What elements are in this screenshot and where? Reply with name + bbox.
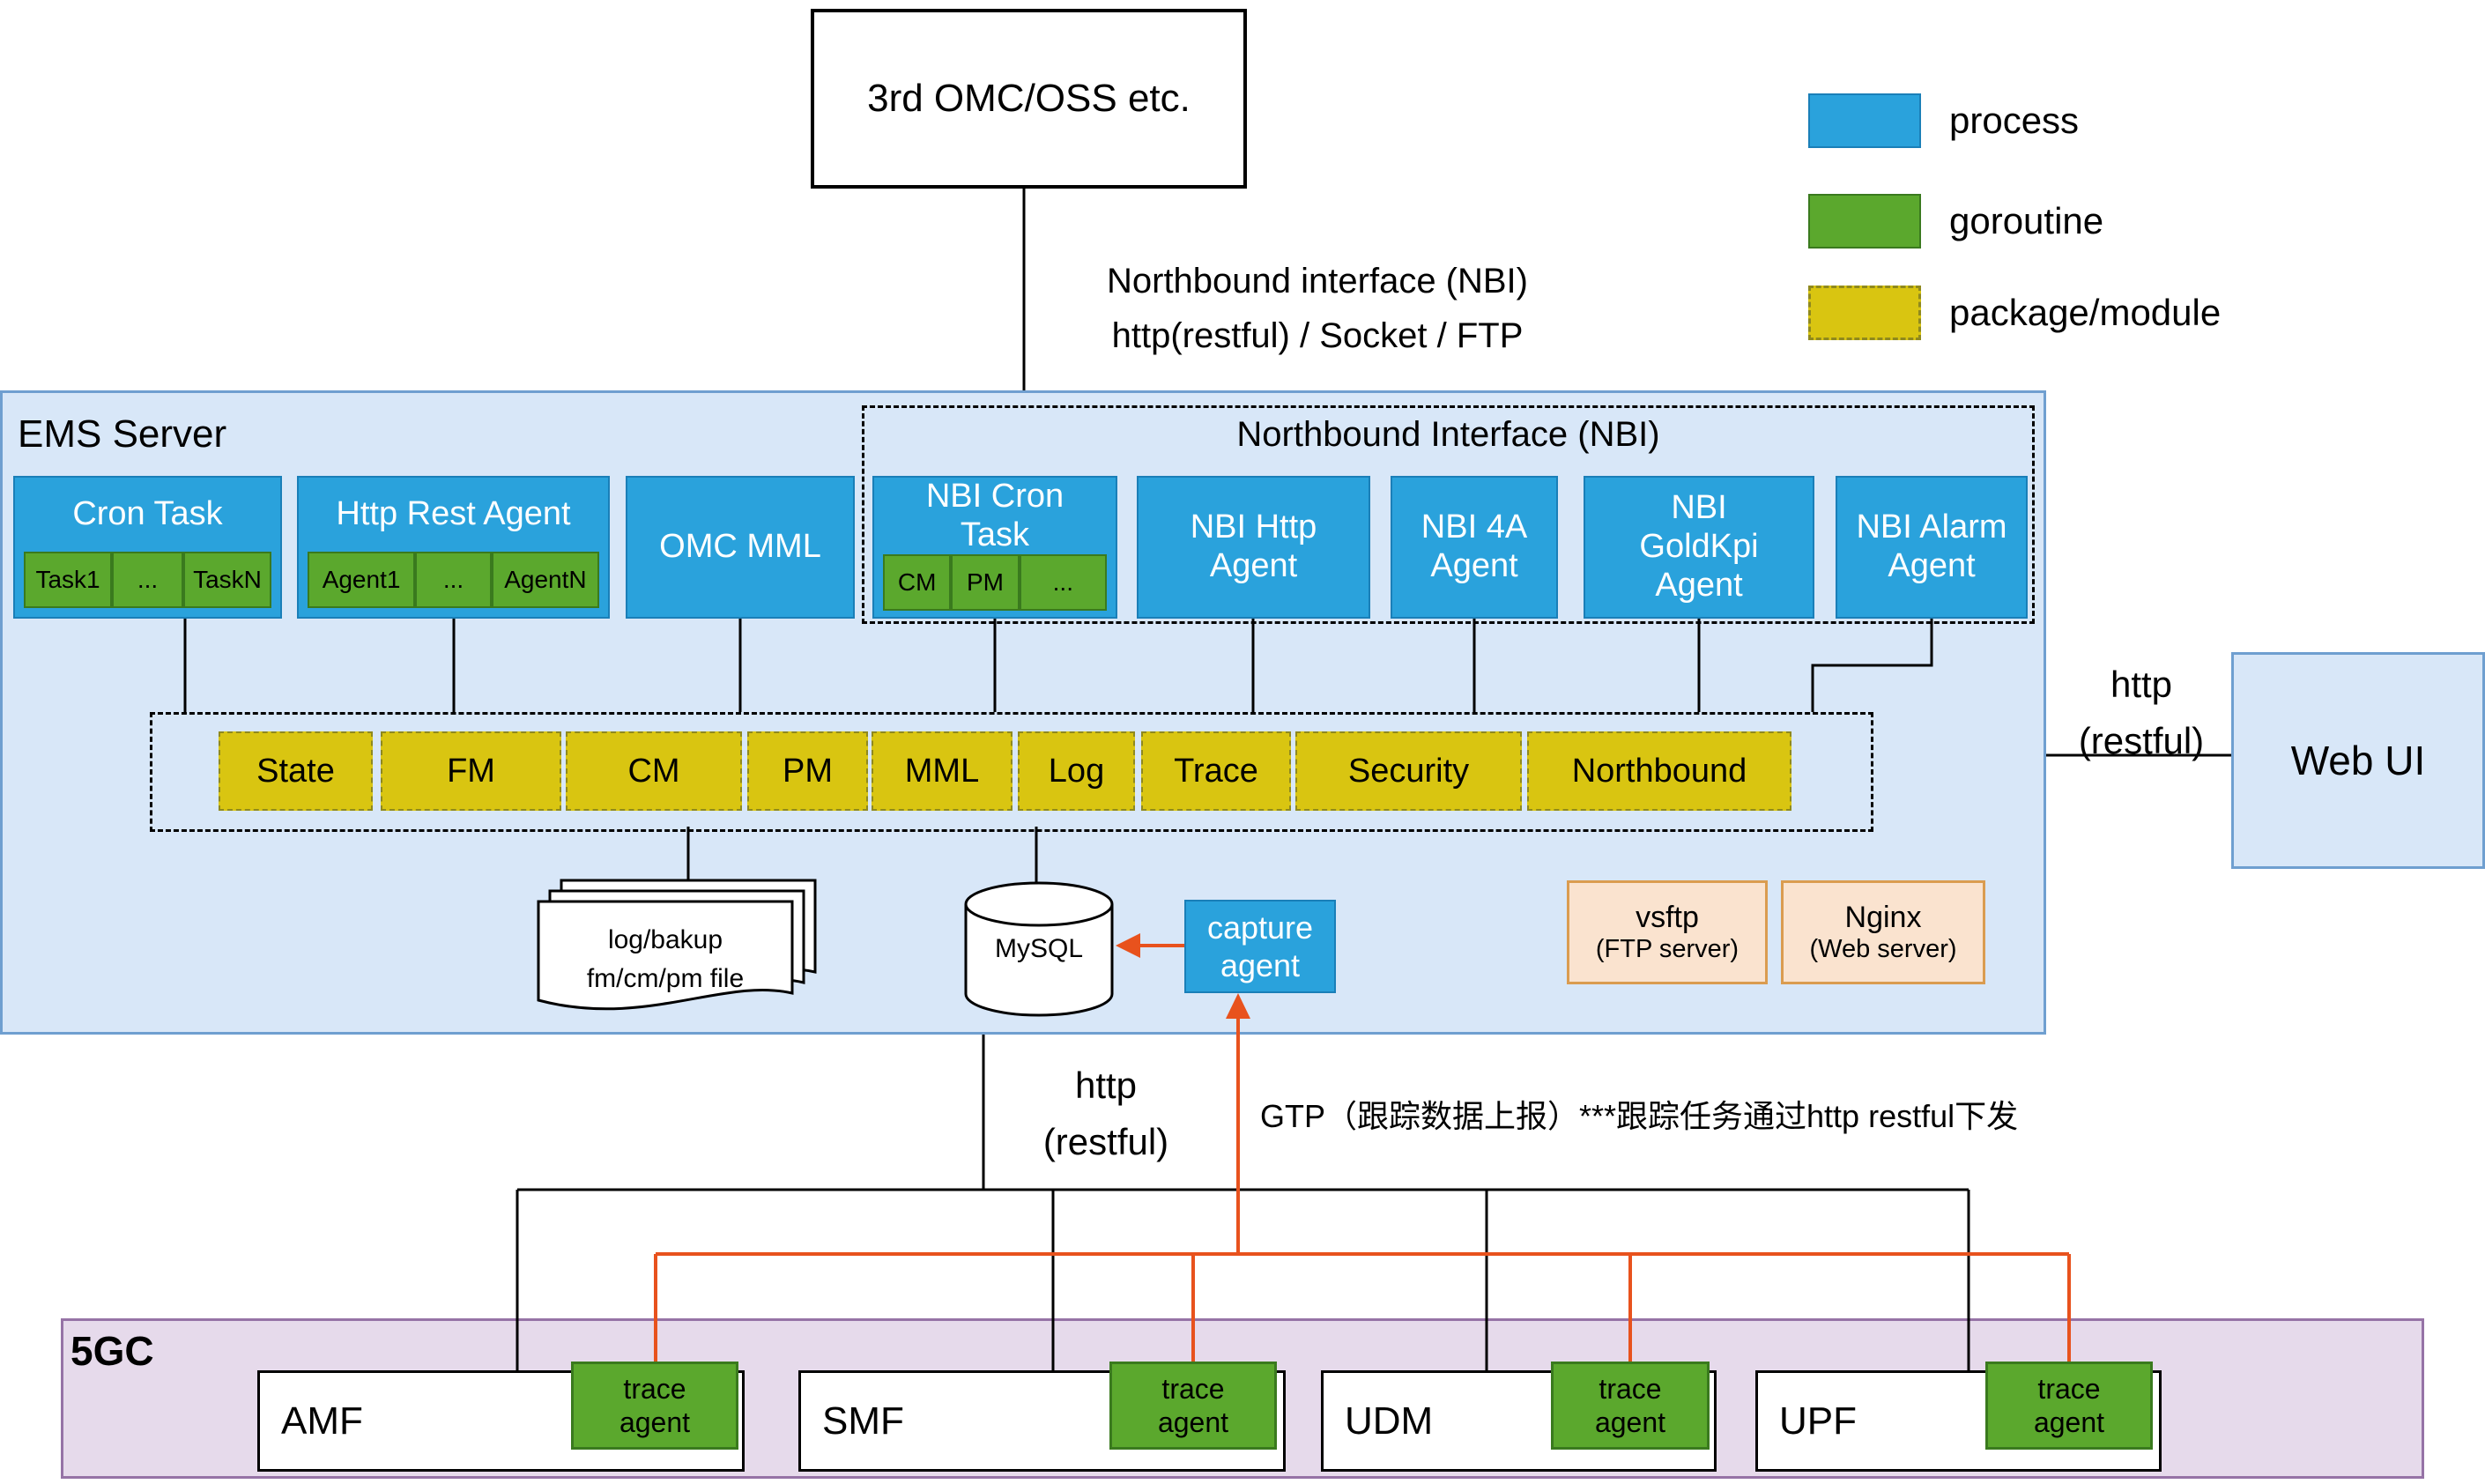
cron-task-label: Cron Task: [72, 495, 223, 533]
package-fm: FM: [381, 731, 561, 811]
omc-oss-label: 3rd OMC/OSS etc.: [867, 77, 1191, 120]
nbi-http-agent-process: NBI Http Agent: [1137, 476, 1370, 619]
nbi-link-label: Northbound interface (NBI) http(restful)…: [1031, 254, 1604, 363]
file-stack-line1: log/bakup: [607, 925, 723, 954]
capture-agent-label: capture agent: [1206, 909, 1314, 983]
udm-trace-agent: trace agent: [1551, 1362, 1710, 1450]
nbi-task-dots: ...: [1019, 554, 1107, 612]
nbi-goldkpi-agent-label: NBI GoldKpi Agent: [1639, 489, 1759, 604]
omc-mml-label: OMC MML: [659, 528, 821, 566]
http-rest-agent-goroutines: Agent1 ... AgentN: [308, 552, 599, 608]
legend-process-label: process: [1949, 100, 2080, 141]
cron-task-process: Cron Task Task1 ... TaskN: [13, 476, 282, 619]
nbi-cron-task-process: NBI Cron Task CM PM ...: [872, 476, 1117, 619]
legend-package-swatch: [1808, 286, 1921, 340]
package-state: State: [219, 731, 373, 811]
nginx-server-box: Nginx (Web server): [1781, 880, 1985, 984]
south-http-label: http (restful): [1013, 1057, 1198, 1170]
package-security: Security: [1295, 731, 1522, 811]
smf-label: SMF: [822, 1399, 904, 1443]
agentn-goroutine: AgentN: [491, 552, 599, 608]
south-http-line1: http: [1074, 1065, 1138, 1106]
legend-goroutine-swatch: [1808, 194, 1921, 249]
udm-label: UDM: [1345, 1399, 1434, 1443]
nbi-link-line1: Northbound interface (NBI): [1106, 262, 1528, 301]
upf-trace-agent-label: trace agent: [2033, 1372, 2105, 1438]
capture-agent-process: capture agent: [1184, 900, 1336, 993]
task1-goroutine: Task1: [24, 552, 113, 608]
web-ui-box: Web UI: [2231, 652, 2485, 869]
package-trace: Trace: [1141, 731, 1291, 811]
nbi-4a-agent-process: NBI 4A Agent: [1391, 476, 1558, 619]
nginx-name: Nginx: [1844, 901, 1922, 934]
nbi-region-title: Northbound Interface (NBI): [1236, 415, 1660, 454]
ems-server-title: EMS Server: [18, 412, 227, 456]
5gc-title: 5GC: [70, 1328, 154, 1374]
omc-oss-box: 3rd OMC/OSS etc.: [811, 9, 1247, 189]
mysql-label: MySQL: [994, 934, 1084, 963]
legend-package-label: package/module: [1949, 292, 2222, 333]
upf-label: UPF: [1779, 1399, 1857, 1443]
amf-trace-agent: trace agent: [571, 1362, 738, 1450]
nbi-cron-task-goroutines: CM PM ...: [883, 554, 1107, 612]
udm-trace-agent-label: trace agent: [1594, 1372, 1666, 1438]
webui-http-line2: (restful): [2078, 720, 2205, 761]
nbi-cron-task-label: NBI Cron Task: [925, 478, 1064, 553]
cron-task-goroutines: Task1 ... TaskN: [24, 552, 272, 608]
omc-mml-process: OMC MML: [626, 476, 855, 619]
nbi-4a-agent-label: NBI 4A Agent: [1421, 508, 1528, 584]
web-ui-label: Web UI: [2290, 738, 2426, 783]
task-dots: ...: [112, 552, 183, 608]
package-northbound: Northbound: [1527, 731, 1791, 811]
nbi-link-line2: http(restful) / Socket / FTP: [1111, 316, 1524, 355]
nbi-goldkpi-agent-process: NBI GoldKpi Agent: [1584, 476, 1814, 619]
amf-trace-agent-label: trace agent: [619, 1372, 691, 1438]
smf-trace-agent-label: trace agent: [1157, 1372, 1229, 1438]
vsftp-server-box: vsftp (FTP server): [1567, 880, 1768, 984]
upf-trace-agent: trace agent: [1985, 1362, 2153, 1450]
agent-dots: ...: [415, 552, 492, 608]
package-log: Log: [1018, 731, 1135, 811]
webui-http-line1: http: [2110, 664, 2173, 705]
taskn-goroutine: TaskN: [182, 552, 272, 608]
nginx-desc: (Web server): [1809, 935, 1957, 963]
south-http-line2: (restful): [1042, 1121, 1169, 1162]
legend-process-swatch: [1808, 93, 1921, 148]
package-dashed-region: [150, 712, 1873, 832]
http-rest-agent-label: Http Rest Agent: [336, 495, 571, 533]
amf-label: AMF: [281, 1399, 363, 1443]
http-rest-agent-process: Http Rest Agent Agent1 ... AgentN: [297, 476, 610, 619]
nbi-dashed-region: Northbound Interface (NBI): [862, 405, 2035, 624]
webui-http-label: http (restful): [2053, 657, 2229, 769]
agent1-goroutine: Agent1: [308, 552, 416, 608]
smf-trace-agent: trace agent: [1109, 1362, 1277, 1450]
pm-goroutine: PM: [951, 554, 1020, 612]
vsftp-desc: (FTP server): [1595, 935, 1740, 963]
vsftp-name: vsftp: [1636, 901, 1699, 934]
gtp-label: GTP（跟踪数据上报）***跟踪任务通过http restful下发: [1260, 1098, 2019, 1134]
file-stack-label: log/bakup fm/cm/pm file: [538, 921, 792, 998]
package-cm: CM: [566, 731, 742, 811]
nbi-alarm-agent-process: NBI Alarm Agent: [1836, 476, 2028, 619]
package-mml: MML: [872, 731, 1013, 811]
nbi-http-agent-label: NBI Http Agent: [1190, 508, 1317, 584]
cm-goroutine: CM: [883, 554, 952, 612]
file-stack-line2: fm/cm/pm file: [586, 964, 745, 993]
package-pm: PM: [747, 731, 868, 811]
nbi-alarm-agent-label: NBI Alarm Agent: [1856, 508, 2007, 584]
legend-goroutine-label: goroutine: [1949, 200, 2104, 241]
